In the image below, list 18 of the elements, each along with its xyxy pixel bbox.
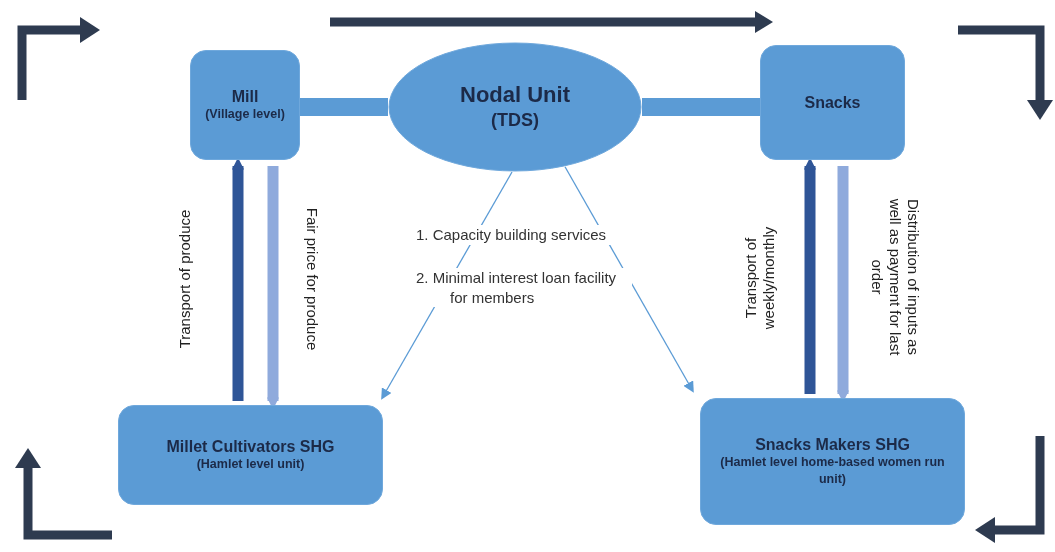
- process-box: [190, 50, 300, 160]
- process-box: [118, 405, 383, 505]
- edge-label: Distribution of inputs as well as payment for last order: [868, 197, 922, 358]
- node-title: Snacks: [804, 92, 861, 113]
- node-title: Nodal Unit: [460, 81, 570, 109]
- node-title: Mill: [231, 86, 259, 107]
- ellipse-node: [388, 42, 642, 172]
- edge-label: Transport of weekly/monthly: [742, 225, 778, 332]
- process-box: [700, 398, 965, 525]
- process-box: [760, 45, 905, 160]
- node-subtitle: (Hamlet level unit): [196, 456, 305, 474]
- node-title: Millet Cultivators SHG: [166, 436, 335, 457]
- edge-label: Fair price for produce: [303, 206, 321, 353]
- node-subtitle: (Hamlet level home-based women run unit): [719, 454, 946, 488]
- edge-label: Transport of produce: [176, 208, 194, 351]
- node-title: Snacks Makers SHG: [755, 435, 910, 455]
- node-subtitle: (Village level): [205, 106, 285, 124]
- node-subtitle: (TDS): [491, 109, 539, 133]
